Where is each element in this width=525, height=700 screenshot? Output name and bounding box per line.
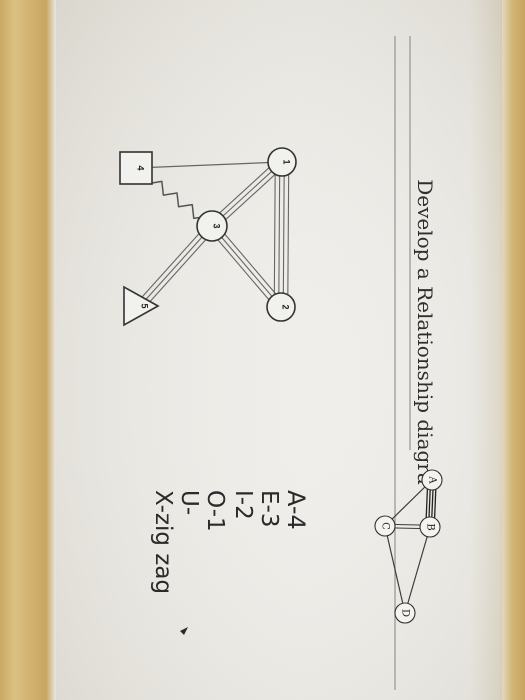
node-3: 3 xyxy=(196,210,228,242)
main-diagram-nodes: 1 2 3 4 5 xyxy=(119,147,297,327)
edge-n1-n3 xyxy=(211,161,283,227)
note-u: U- xyxy=(176,490,202,515)
heading-group: Develop a Relationship diagra xyxy=(413,179,437,485)
legend-node-B-circle xyxy=(419,516,441,538)
legend-node-C-label: C xyxy=(380,522,391,530)
handwritten-notes: A-4 E-3 I-2 O-1 U- X-zig zag xyxy=(150,490,310,594)
legend-edge-C-D xyxy=(384,525,406,614)
node-1: 1 xyxy=(267,147,297,177)
edge-n1-n3 xyxy=(214,164,286,230)
note-e-3: E-3 xyxy=(256,490,282,527)
node-5-triangle xyxy=(123,285,160,327)
edge-n3-n2 xyxy=(214,222,285,305)
edge-n1-n2 xyxy=(278,161,281,308)
paper-shading xyxy=(56,0,502,700)
node-3-label: 3 xyxy=(212,223,222,228)
edge-n1-n3 xyxy=(208,158,280,224)
edge-n3-n5 xyxy=(139,225,213,307)
edge-n3-n5 xyxy=(136,222,210,304)
legend-node-B: B xyxy=(419,516,441,538)
node-5-label: 5 xyxy=(140,303,150,308)
node-3-circle xyxy=(196,210,228,242)
node-4-square xyxy=(119,151,153,185)
edge-n1-n2 xyxy=(273,161,276,308)
node-1-label: 1 xyxy=(282,159,292,164)
note-x-zigzag: X-zig zag xyxy=(150,490,176,594)
note-o-1: O-1 xyxy=(202,490,228,532)
node-1-circle xyxy=(267,147,297,177)
legend-node-D: D xyxy=(394,602,416,624)
main-diagram-edges xyxy=(135,158,290,311)
node-4-label: 4 xyxy=(136,165,146,170)
legend-node-D-circle xyxy=(394,602,416,624)
node-4: 4 xyxy=(119,151,153,185)
page-title: Develop a Relationship diagra xyxy=(413,179,437,485)
node-2-circle xyxy=(266,292,296,322)
legend-node-A-label: A xyxy=(427,475,438,484)
legend-node-A-circle xyxy=(421,469,443,491)
edge-n3-n2 xyxy=(211,225,282,308)
legend-node-C-circle xyxy=(374,515,396,537)
edge-n3-n5 xyxy=(142,228,216,310)
edge-n1-n4 xyxy=(135,161,283,169)
legend-edge-B-D xyxy=(404,526,431,614)
node-2-label: 2 xyxy=(281,304,291,309)
edge-n3-n2 xyxy=(208,228,279,311)
legend-node-D-label: D xyxy=(400,609,411,617)
legend-diagram-nodes: A B C D xyxy=(374,469,443,624)
note-a-4: A-4 xyxy=(282,490,310,530)
edge-n1-n2 xyxy=(282,161,285,308)
legend-node-B-label: B xyxy=(425,523,436,530)
legend-edge-A-C xyxy=(384,479,433,527)
legend-node-C: C xyxy=(374,515,396,537)
legend-node-A: A xyxy=(421,469,443,491)
node-5: 5 xyxy=(123,285,160,327)
pointer-icon xyxy=(180,627,188,635)
edge-n1-n2 xyxy=(287,161,290,308)
node-2: 2 xyxy=(266,292,296,322)
note-i-2: I-2 xyxy=(230,490,256,520)
